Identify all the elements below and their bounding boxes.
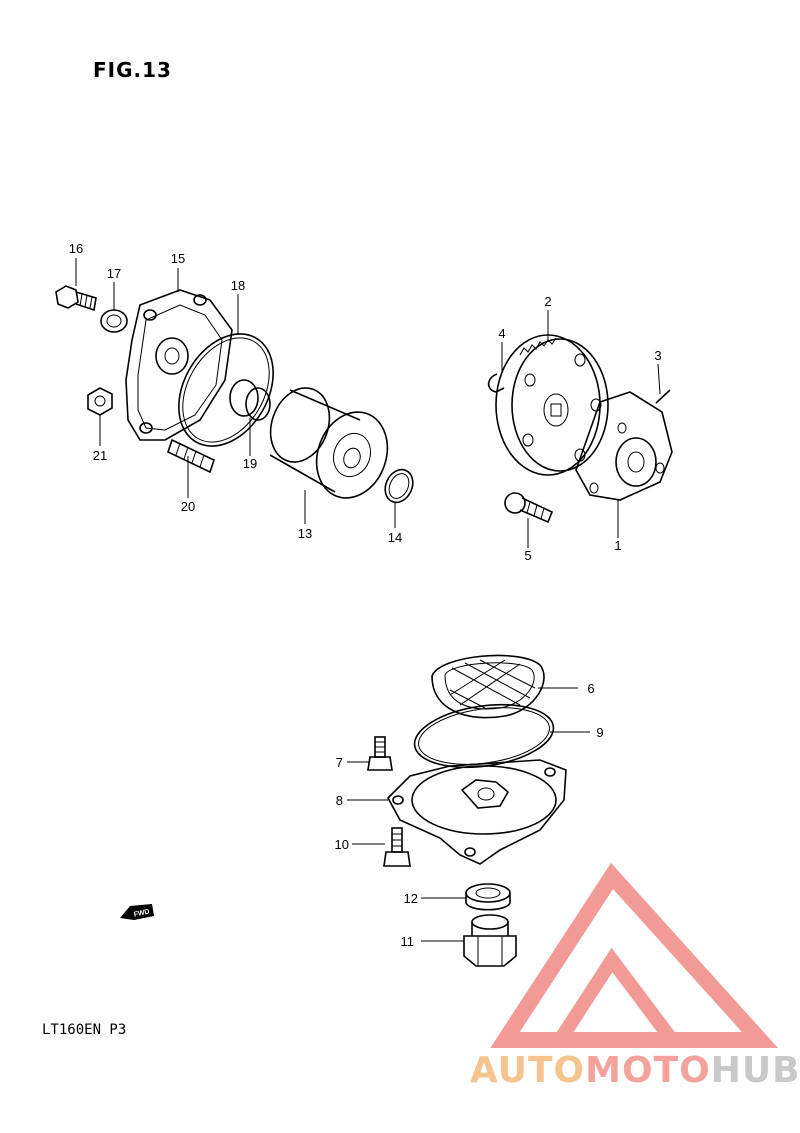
figure-title: FIG.13 — [93, 58, 172, 82]
bolt-10 — [383, 827, 411, 867]
washer-17 — [100, 309, 128, 333]
leader-lines — [75, 258, 661, 942]
callout-3: 3 — [654, 348, 661, 363]
callout-10: 10 — [335, 837, 349, 852]
callout-13: 13 — [298, 526, 312, 541]
callout-7: 7 — [336, 755, 343, 770]
model-code: LT160EN P3 — [42, 1022, 127, 1038]
fwd-arrow-icon: FWD — [120, 904, 154, 920]
callout-17: 17 — [107, 266, 121, 281]
callout-9: 9 — [596, 725, 603, 740]
callout-15: 15 — [171, 251, 185, 266]
watermark-part-auto: AUTO — [470, 1050, 586, 1091]
nut-21 — [87, 387, 113, 416]
callout-5: 5 — [524, 548, 531, 563]
watermark-part-moto: MOTO — [585, 1050, 711, 1091]
strainer-cover-8 — [387, 759, 567, 865]
stud-20 — [167, 438, 215, 474]
callout-6: 6 — [587, 681, 594, 696]
pump-body-1 — [575, 391, 673, 501]
callout-8: 8 — [336, 793, 343, 808]
pin-3 — [655, 389, 671, 404]
watermark-part-hub: HUB — [710, 1050, 800, 1091]
filter-cap-15 — [125, 289, 233, 441]
callout-4: 4 — [498, 326, 505, 341]
callout-20: 20 — [181, 499, 195, 514]
seal-19 — [229, 379, 271, 421]
bolt-7 — [367, 736, 393, 771]
o-ring-14 — [384, 468, 414, 504]
watermark-text: AUTOMOTOHUB — [470, 1050, 800, 1091]
callout-1: 1 — [614, 538, 621, 553]
drain-plug-11 — [463, 914, 517, 967]
callout-16: 16 — [69, 241, 83, 256]
pump-gear-2 — [495, 334, 609, 476]
callout-19: 19 — [243, 456, 257, 471]
callout-18: 18 — [231, 278, 245, 293]
callout-21: 21 — [93, 448, 107, 463]
watermark-logo-icon — [490, 862, 778, 1048]
fwd-label: FWD — [133, 908, 150, 918]
o-ring-18 — [178, 333, 274, 447]
callout-12: 12 — [404, 891, 418, 906]
callout-labels: 16 17 15 18 21 19 20 13 14 2 4 3 5 1 6 9… — [69, 241, 662, 949]
oil-filter-13 — [269, 387, 389, 499]
bolt-16 — [55, 285, 97, 312]
callout-2: 2 — [544, 294, 551, 309]
circlip-4 — [487, 373, 505, 393]
washer-12 — [465, 883, 511, 911]
callout-14: 14 — [388, 530, 402, 545]
screw-5 — [504, 492, 554, 524]
callout-11: 11 — [401, 934, 415, 949]
